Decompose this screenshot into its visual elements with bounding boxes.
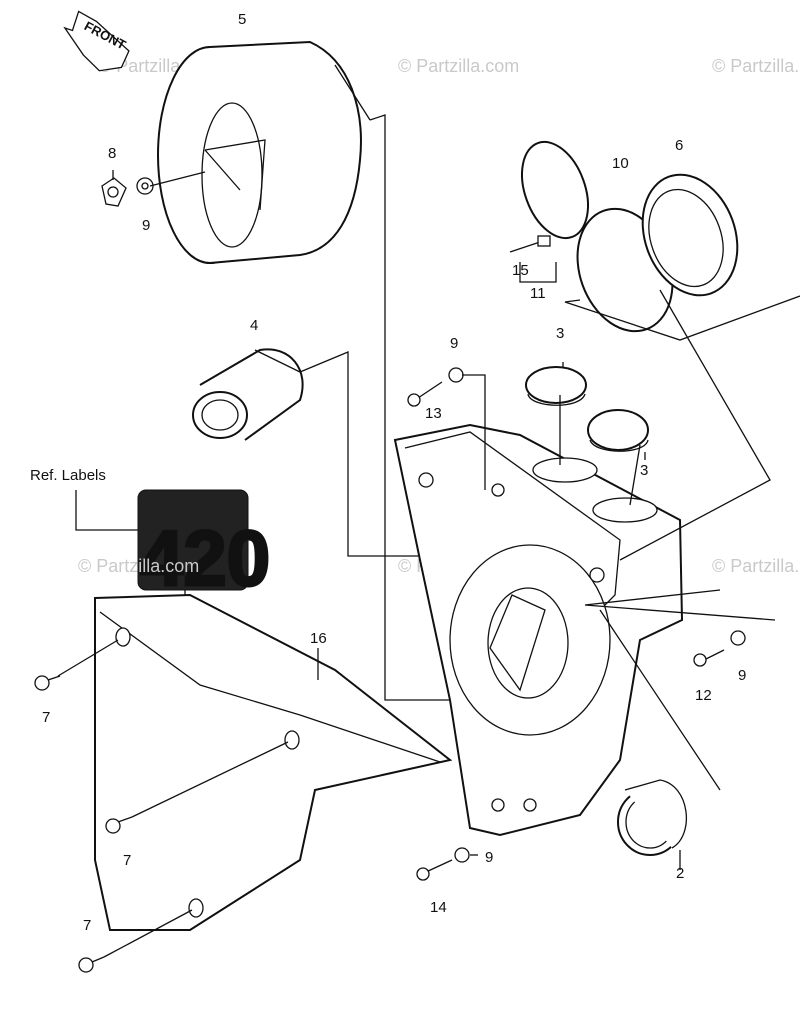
bolt-14	[416, 859, 453, 881]
washer-9c	[730, 630, 746, 646]
intake-duct	[192, 348, 304, 441]
callout-10: 10	[612, 155, 629, 172]
air-filter-element	[157, 40, 371, 264]
watermark-4: © Partzilla.com	[78, 556, 199, 576]
ref-labels: Ref. Labels 420	[30, 467, 272, 710]
callout-3-top: 3	[556, 325, 564, 342]
washer-top	[136, 177, 154, 195]
callout-4: 4	[250, 317, 258, 334]
callout-5: 5	[238, 11, 246, 28]
callout-8: 8	[108, 145, 116, 162]
callout-12: 12	[695, 687, 712, 704]
wing-nut	[101, 177, 127, 207]
callout-11: 11	[530, 285, 546, 302]
callout-15: 15	[512, 262, 529, 279]
side-cover	[94, 593, 453, 931]
watermark-2: © Partzilla.com	[398, 56, 519, 76]
callout-16: 16	[310, 630, 327, 647]
bolt-7c	[78, 909, 193, 973]
callout-9-top: 9	[142, 217, 150, 234]
bolt-7b	[105, 741, 289, 834]
callout-14: 14	[430, 899, 447, 916]
callout-7-a: 7	[42, 709, 50, 726]
bolt-12	[693, 649, 725, 667]
callout-6: 6	[675, 137, 683, 154]
cap-3a	[525, 366, 587, 406]
ref-labels-heading: Ref. Labels	[30, 467, 106, 484]
callout-3-right: 3	[640, 462, 648, 479]
watermark-6: © Partzilla.com	[712, 556, 800, 576]
cap-3b	[587, 409, 649, 452]
outlet-cap	[641, 173, 739, 297]
watermark-3: © Partzilla.com	[712, 56, 800, 76]
callout-9-bottom: 9	[485, 849, 493, 866]
clamp-screw-15	[509, 235, 551, 253]
callout-7-b: 7	[123, 852, 131, 869]
bolt-7a	[34, 639, 119, 691]
callout-2: 2	[676, 865, 684, 882]
bolt-13	[407, 381, 443, 407]
clamp-ring-upper	[521, 140, 589, 240]
callout-9-mid: 9	[450, 335, 458, 352]
decal-420: 420	[140, 514, 270, 602]
airbox-body	[393, 423, 684, 837]
callout-9-right: 9	[738, 667, 746, 684]
sleeve	[617, 779, 687, 856]
callout-7-c: 7	[83, 917, 91, 934]
washer-9d	[454, 847, 470, 863]
callouts: 5 8 9 6 10 15 11 4 3 9 13 3 16 9 12 7 7 …	[42, 11, 746, 934]
callout-13: 13	[425, 405, 442, 422]
washer-9b	[448, 367, 464, 383]
